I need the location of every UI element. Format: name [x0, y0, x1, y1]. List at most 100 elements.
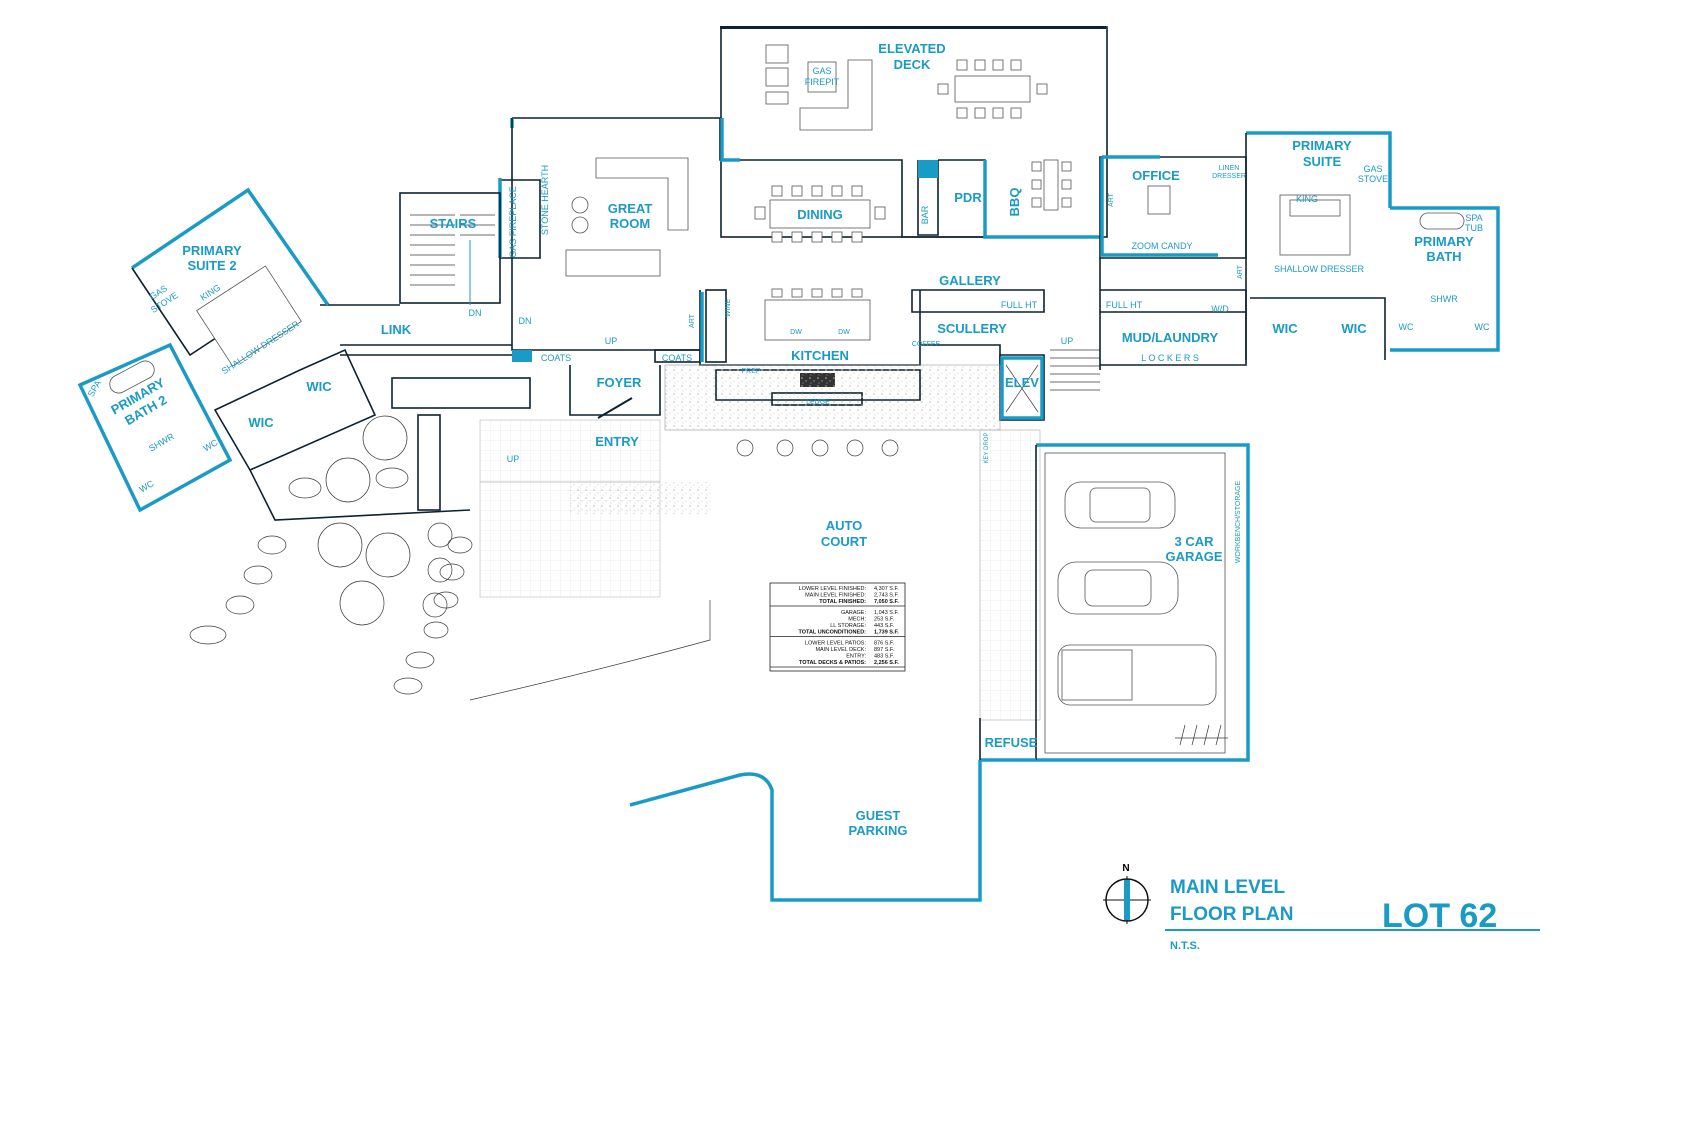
coats-label-1: COATS: [541, 353, 571, 363]
foyer-label: FOYER: [597, 375, 642, 390]
title-block: N MAIN LEVEL FLOOR PLAN N.T.S. LOT 62: [1103, 863, 1540, 952]
wc-label-2: WC: [1475, 322, 1490, 332]
area-row-label: TOTAL FINISHED:: [819, 599, 866, 605]
bbq-label: BBQ: [1007, 188, 1022, 217]
refuse-label: REFUSE: [985, 735, 1038, 750]
primary-suite-2-label-2: SUITE 2: [187, 258, 236, 273]
kitchen-label: KITCHEN: [791, 348, 849, 363]
ledge-label: LEDGE: [806, 399, 830, 406]
wc-2-label-1: WC: [138, 478, 156, 494]
svg-text:ELEVATED: ELEVATED: [878, 41, 945, 56]
key-drop-label: KEY DROP: [984, 433, 990, 464]
guest-parking-label-1: GUEST: [856, 808, 901, 823]
elevated-deck: ELEVATED DECK GAS FIREPIT: [720, 26, 1108, 238]
wic-2-label-2: WIC: [306, 379, 332, 394]
scullery-label: SCULLERY: [937, 321, 1007, 336]
area-row-value: 2,256 S.F.: [874, 660, 899, 666]
link-label: LINK: [381, 322, 412, 337]
primary-suite-2-label-1: PRIMARY: [182, 243, 242, 258]
dn-label-2: DN: [519, 316, 532, 326]
area-row-label: LL STORAGE:: [830, 623, 866, 629]
floor-plan: ELEVATED DECK GAS FIREPIT: [77, 26, 1540, 952]
area-table: LOWER LEVEL FINISHED:4,307 S.F.MAIN LEVE…: [769, 582, 906, 672]
title-line-2: FLOOR PLAN: [1170, 904, 1294, 925]
gallery-label: GALLERY: [939, 273, 1001, 288]
firepit-label-2: FIREPIT: [805, 77, 840, 87]
deck-label-1: ELEVATED: [878, 41, 945, 56]
deck-label-2: DECK: [894, 57, 931, 72]
linen-label-2: DRESSER: [1212, 173, 1246, 180]
stairs-label: STAIRS: [430, 216, 477, 231]
garage-label-1: 3 CAR: [1174, 534, 1214, 549]
stone-hearth-label: STONE HEARTH: [540, 165, 550, 235]
great-room-label-2: ROOM: [610, 216, 650, 231]
shallow-dresser-label: SHALLOW DRESSER: [1274, 264, 1365, 274]
gas-stove-label-1: GAS: [1363, 164, 1382, 174]
guest-parking-label-2: PARKING: [849, 823, 908, 838]
gas-stove-label-2: STOVE: [1358, 174, 1388, 184]
art-label-3: ART: [1237, 264, 1244, 279]
zoom-candy-label: ZOOM CANDY: [1131, 241, 1192, 251]
king-label: KING: [1296, 194, 1318, 204]
area-row-value: 7,050 S.F.: [874, 599, 899, 605]
elev-label: ELEV: [1005, 375, 1039, 390]
area-row-label: GARAGE:: [841, 610, 867, 616]
planters: [317, 415, 899, 626]
area-row-label: ENTRY:: [846, 654, 866, 660]
area-row-value: 483 S.F.: [874, 654, 895, 660]
car-1: [1064, 481, 1176, 529]
primary-suite-label-1: PRIMARY: [1292, 138, 1352, 153]
linen-label-1: LINEN: [1219, 165, 1240, 172]
auto-court-label-1: AUTO: [826, 518, 863, 533]
area-row-value: 4,307 S.F.: [874, 586, 899, 592]
shwr-label: SHWR: [1430, 294, 1458, 304]
great-room-label-1: GREAT: [608, 201, 653, 216]
wic-label-1: WIC: [1272, 321, 1298, 336]
primary-suite-label-2: SUITE: [1303, 154, 1342, 169]
lot-label: LOT 62: [1382, 897, 1497, 935]
up-label-1: UP: [605, 336, 618, 346]
entry-label: ENTRY: [595, 434, 639, 449]
lockers-label: L O C K E R S: [1141, 353, 1199, 363]
mud-laundry-label: MUD/LAUNDRY: [1122, 330, 1219, 345]
full-ht-label-2: FULL HT: [1001, 300, 1038, 310]
up-label-3: UP: [507, 454, 520, 464]
dw-label-1: DW: [790, 329, 802, 336]
wic-label-2: WIC: [1341, 321, 1367, 336]
primary-bath-label-1: PRIMARY: [1414, 234, 1474, 249]
area-row-value: 443 S.F.: [874, 623, 895, 629]
area-row-label: TOTAL DECKS & PATIOS:: [799, 660, 866, 666]
room-labels: GREAT ROOM GAS FIREPLACE STONE HEARTH ST…: [86, 138, 1490, 838]
art-label-1: ART: [689, 313, 696, 328]
wine-label: WINE: [725, 299, 732, 318]
area-row-label: MECH:: [848, 617, 866, 623]
wc-2-label-2: WC: [202, 437, 220, 453]
dn-label-1: DN: [469, 308, 482, 318]
area-row-value: 876 S.F.: [874, 641, 895, 647]
pdr-label: PDR: [954, 190, 982, 205]
wic-2-label-1: WIC: [248, 415, 274, 430]
dining-label: DINING: [797, 207, 843, 222]
area-row-label: LOWER LEVEL FINISHED:: [799, 586, 867, 592]
main-walls: [320, 117, 1500, 421]
scale-label: N.T.S.: [1170, 940, 1200, 952]
spa-tub-label-1: SPA: [1465, 213, 1482, 223]
area-row-label: LOWER LEVEL PATIOS:: [805, 641, 866, 647]
area-row-value: 1,043 S.F.: [874, 610, 899, 616]
north-label: N: [1122, 863, 1129, 874]
svg-text:DECK: DECK: [894, 57, 931, 72]
area-row-value: 2,743 S.F.: [874, 593, 899, 599]
court-surfaces: [189, 364, 1041, 721]
wc-label-1: WC: [1399, 322, 1414, 332]
left-wing: [77, 187, 471, 521]
garage: [629, 443, 1250, 902]
art-label-2: ART: [1108, 192, 1115, 207]
spa-tub-label-2: TUB: [1465, 223, 1483, 233]
wd-label: W/D: [1211, 304, 1229, 314]
prep-label: PREP: [741, 368, 760, 375]
coffee-label: COFFEE: [912, 341, 941, 348]
bar-label: BAR: [920, 205, 930, 224]
shwr-2-label: SHWR: [147, 431, 176, 454]
up-label-2: UP: [1061, 336, 1074, 346]
car-2: [1057, 561, 1179, 615]
